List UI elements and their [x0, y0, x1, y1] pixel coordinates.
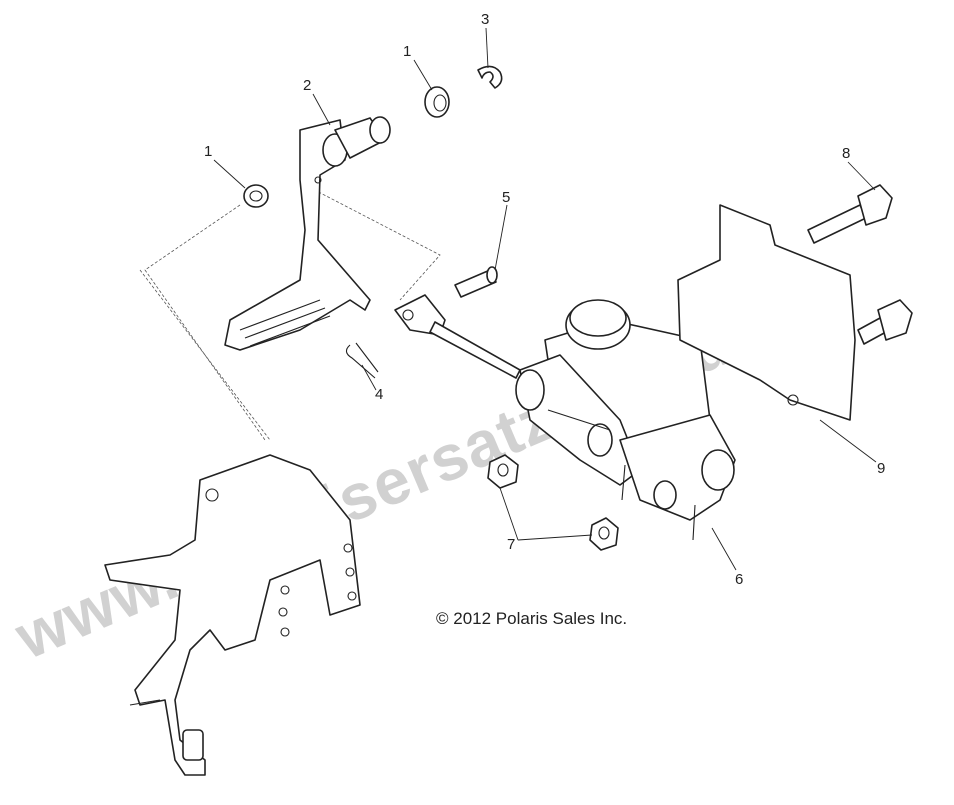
callout-8: 8	[842, 145, 850, 162]
callout-7: 7	[507, 536, 515, 553]
callout-2: 2	[303, 77, 311, 94]
e-clip	[477, 65, 503, 89]
mounting-plate	[677, 204, 856, 421]
clevis-pin	[454, 266, 498, 298]
nut-upper	[487, 454, 519, 489]
cotter-pin	[345, 342, 379, 379]
push-rod	[394, 294, 521, 379]
assembly-guide-lines	[139, 184, 441, 441]
callout-1-left: 1	[204, 143, 212, 160]
callout-1-upper: 1	[403, 43, 411, 60]
callout-5: 5	[502, 189, 510, 206]
nut-lower	[589, 517, 619, 551]
bushing-upper	[424, 86, 450, 118]
pedal-bracket	[104, 454, 361, 776]
master-cylinder	[515, 299, 736, 541]
callout-3: 3	[481, 11, 489, 28]
bolt-lower	[857, 299, 913, 345]
bolt-upper	[807, 184, 893, 244]
callout-6: 6	[735, 571, 743, 588]
callout-9: 9	[877, 460, 885, 477]
copyright-notice: © 2012 Polaris Sales Inc.	[436, 609, 628, 628]
brake-pedal	[224, 116, 391, 351]
leader-lines	[213, 27, 877, 571]
callout-4: 4	[375, 386, 383, 403]
bushing-left	[243, 184, 269, 208]
